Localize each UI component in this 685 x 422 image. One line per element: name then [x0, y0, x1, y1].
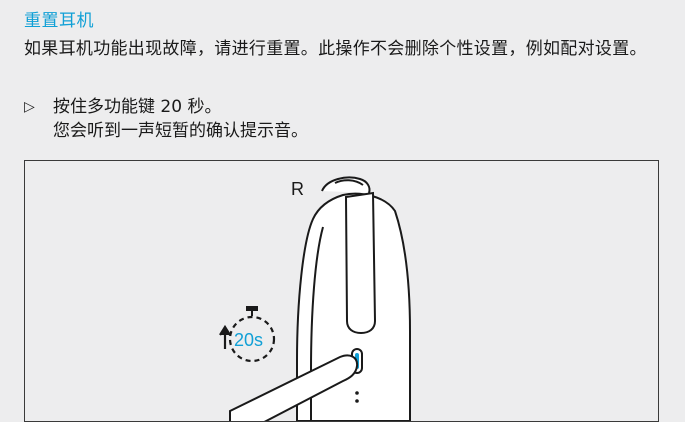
timer-icon	[219, 306, 276, 363]
intro-paragraph: 如果耳机功能出现故障，请进行重置。此操作不会删除个性设置，例如配对设置。	[24, 39, 647, 59]
illustration-frame: R	[24, 160, 659, 422]
step-action: 按住多功能键 20 秒。	[53, 97, 222, 117]
side-label: R	[291, 179, 304, 199]
step-marker-icon: ▷	[24, 99, 35, 115]
headphone-reset-illustration: R	[219, 176, 411, 421]
headband-icon	[321, 176, 371, 194]
timer-label: 20s	[234, 330, 263, 350]
step-item: ▷ 按住多功能键 20 秒。 您会听到一声短暂的确认提示音。	[24, 95, 664, 143]
section-title: 重置耳机	[24, 11, 94, 31]
slider-arm-icon	[344, 191, 377, 335]
step-result: 您会听到一声短暂的确认提示音。	[53, 121, 308, 141]
